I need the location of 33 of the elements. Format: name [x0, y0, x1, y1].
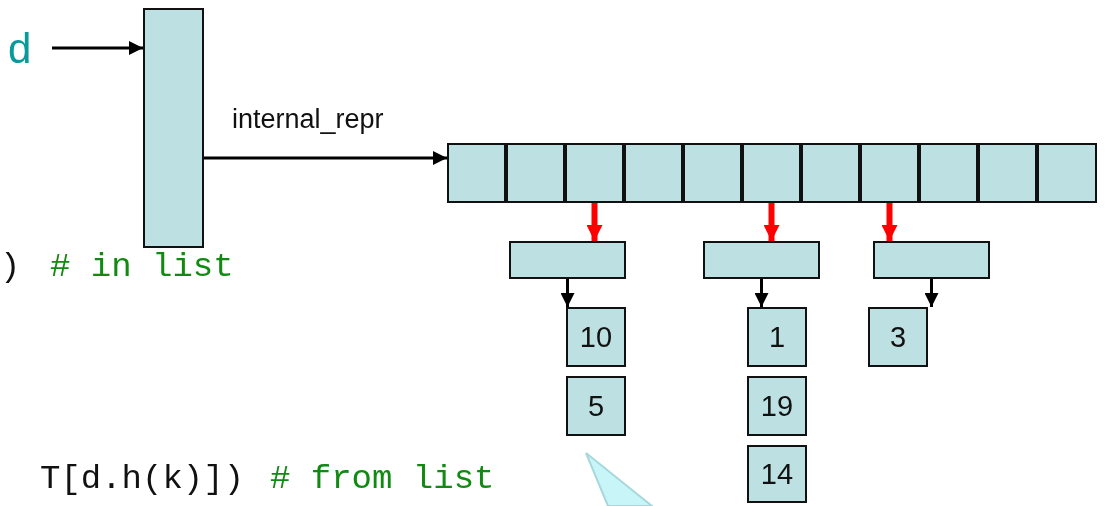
code-text: # from list [270, 462, 495, 496]
value-box: 3 [868, 307, 928, 367]
array-cell [801, 143, 860, 203]
code-text: # in list [50, 250, 234, 284]
code-text: T[d.h(k)]) [40, 462, 245, 496]
array-cell [742, 143, 801, 203]
array-cell [506, 143, 565, 203]
edge-label: internal_repr [232, 104, 384, 135]
arrow [754, 279, 769, 307]
arrow [924, 279, 939, 307]
arrow [763, 203, 780, 241]
value-box: 14 [747, 445, 807, 503]
array-cell [565, 143, 624, 203]
array-cell [919, 143, 978, 203]
arrow [52, 41, 143, 55]
arrow [204, 151, 447, 165]
arrow [881, 203, 898, 241]
arrow [560, 279, 575, 307]
value-box: 1 [747, 307, 807, 367]
array-cell [683, 143, 742, 203]
array-cell [978, 143, 1037, 203]
value-box: 5 [566, 376, 626, 436]
array-cell [624, 143, 683, 203]
arrow [586, 203, 603, 241]
value-box: 19 [747, 376, 807, 436]
variable-label: d [8, 28, 48, 72]
box [703, 241, 820, 279]
value-box: 10 [566, 307, 626, 367]
array-cell [860, 143, 919, 203]
code-text: ) [0, 250, 21, 284]
box [509, 241, 626, 279]
box [143, 8, 204, 248]
box [873, 241, 990, 279]
